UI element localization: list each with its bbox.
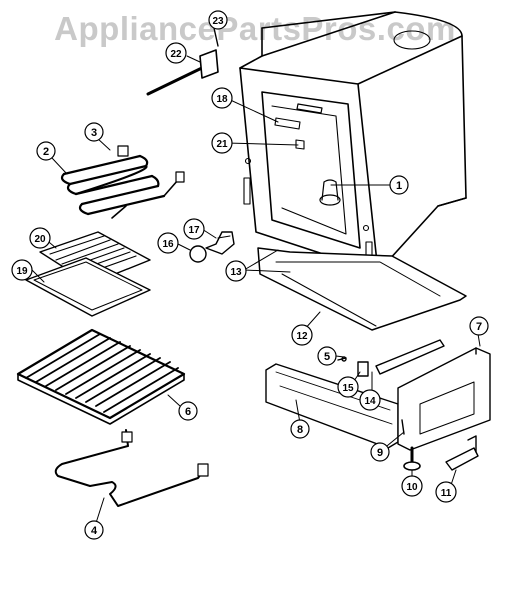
callout-21: 21 (211, 132, 233, 154)
callout-13: 13 (225, 260, 247, 282)
callout-5: 5 (317, 346, 337, 366)
callout-14-label: 14 (364, 396, 376, 407)
callout-16: 16 (157, 232, 179, 254)
callout-8: 8 (290, 419, 310, 439)
oven-lamp (189, 231, 235, 263)
callout-3: 3 (84, 122, 104, 142)
callout-16-label: 16 (162, 239, 174, 250)
callout-11-label: 11 (441, 488, 452, 499)
callout-13-label: 13 (230, 267, 242, 278)
callout-7-label: 7 (476, 321, 482, 333)
oven-cavity (239, 11, 467, 273)
callouts: 1 2 3 4 5 6 7 8 9 10 11 12 13 14 15 16 1… (11, 10, 489, 540)
callout-17-label: 17 (188, 225, 200, 236)
callout-6-label: 6 (185, 406, 191, 418)
callout-11: 11 (435, 481, 457, 503)
callout-21-label: 21 (216, 139, 228, 150)
callout-15-label: 15 (342, 383, 354, 394)
watermark-text: AppliancePartsPros.com (54, 10, 456, 47)
callout-10: 10 (401, 475, 423, 497)
callout-10-label: 10 (406, 482, 418, 493)
callout-3-label: 3 (91, 127, 97, 139)
oven-rack (16, 328, 186, 425)
callout-9: 9 (370, 442, 390, 462)
broil-pan (25, 231, 151, 317)
callout-2: 2 (36, 141, 56, 161)
callout-18: 18 (211, 87, 233, 109)
callout-6: 6 (178, 401, 198, 421)
callout-5-label: 5 (324, 351, 330, 363)
leveling-leg (403, 446, 421, 471)
callout-19-label: 19 (16, 266, 28, 277)
bake-element (54, 429, 209, 507)
callout-4: 4 (84, 520, 104, 540)
callout-12: 12 (291, 324, 313, 346)
callout-15: 15 (337, 376, 359, 398)
callout-12-label: 12 (296, 331, 308, 342)
callout-18-label: 18 (216, 94, 228, 105)
temperature-sensor (146, 27, 219, 96)
callout-7: 7 (469, 316, 489, 336)
callout-1-label: 1 (396, 180, 402, 192)
callout-2-label: 2 (43, 146, 49, 158)
callout-1: 1 (389, 175, 409, 195)
callout-8-label: 8 (297, 424, 303, 436)
callout-20: 20 (29, 227, 51, 249)
callout-9-label: 9 (377, 447, 383, 459)
callout-17: 17 (183, 218, 205, 240)
callout-14: 14 (359, 389, 381, 411)
callout-20-label: 20 (34, 234, 46, 245)
broil-element (62, 145, 185, 219)
anti-tip-bracket (445, 435, 479, 471)
callout-22-label: 22 (170, 49, 182, 60)
callout-22: 22 (165, 42, 187, 64)
callout-23-label: 23 (212, 16, 224, 27)
callout-4-label: 4 (91, 525, 98, 537)
callout-23: 23 (208, 10, 228, 30)
bottom-panel (257, 247, 467, 331)
callout-19: 19 (11, 259, 33, 281)
